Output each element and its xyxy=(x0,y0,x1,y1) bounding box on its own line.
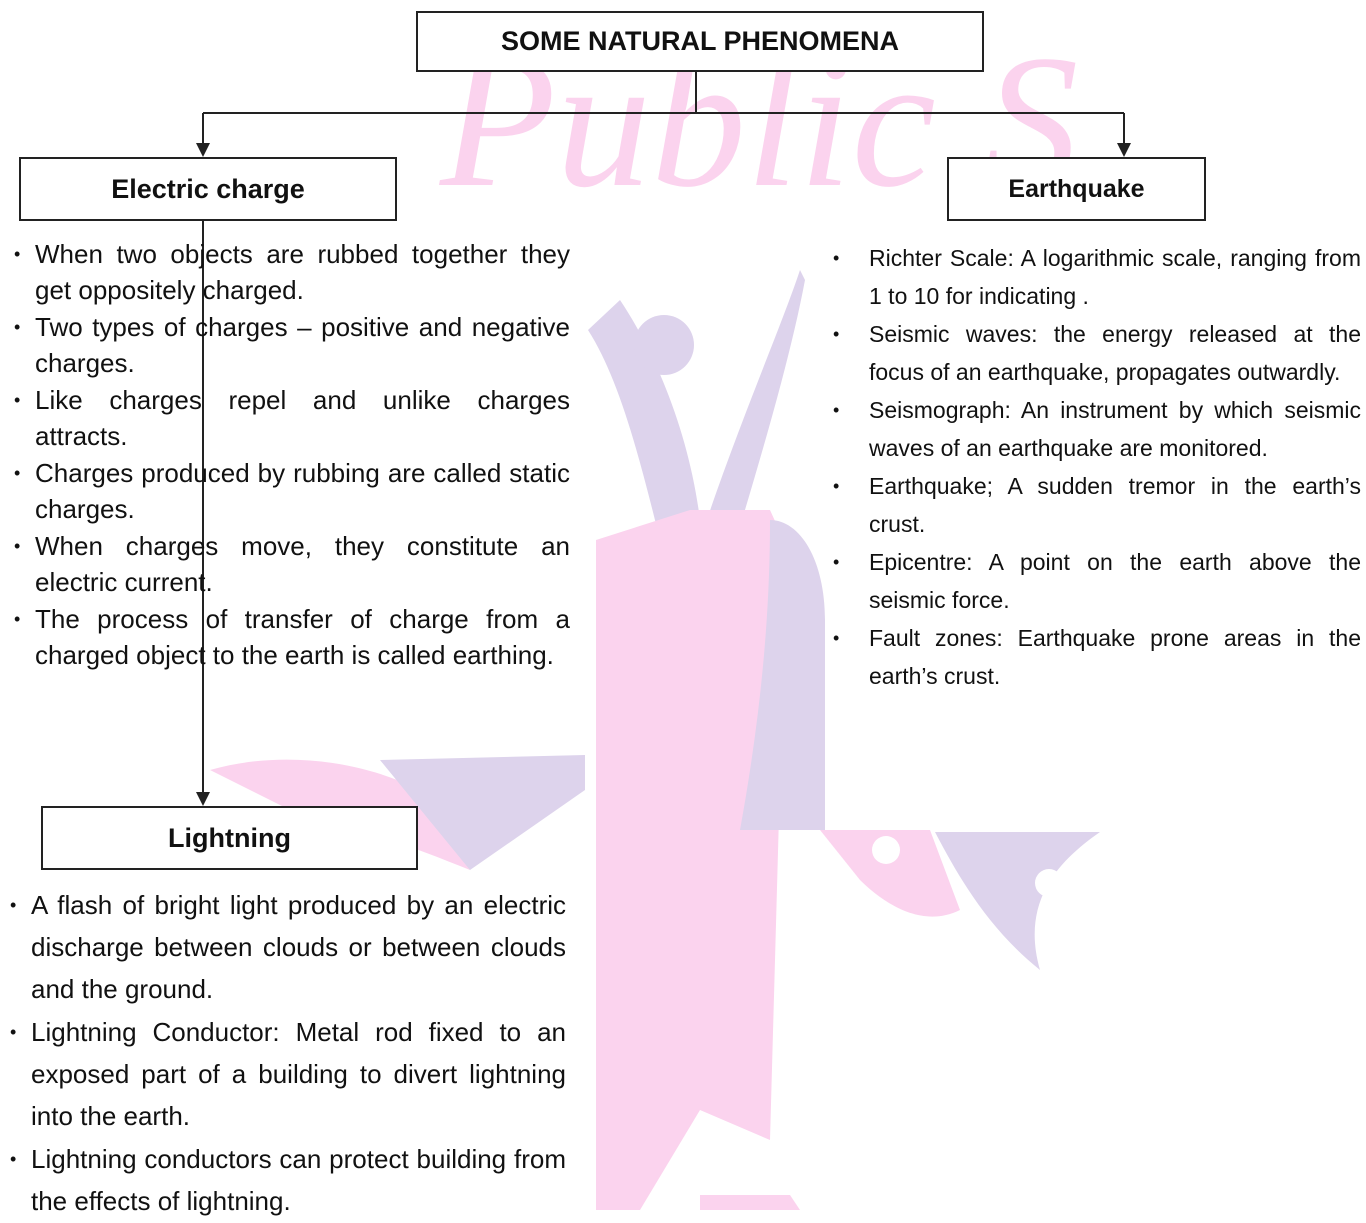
bullet-icon: • xyxy=(14,463,21,483)
electric-charge-point-1: When two objects are rubbed together the… xyxy=(35,239,570,305)
bullet-icon: • xyxy=(833,324,840,344)
earthquake-point-1: Richter Scale: A logarithmic scale, rang… xyxy=(869,245,1361,309)
watermark-circle-small xyxy=(872,836,900,864)
bullet-icon: • xyxy=(10,1149,17,1169)
title-box: SOME NATURAL PHENOMENA xyxy=(416,11,984,72)
watermark-figure-body xyxy=(596,510,820,1210)
bullet-icon: • xyxy=(14,609,21,629)
lightning-point-2: Lightning Conductor: Metal rod fixed to … xyxy=(31,1017,566,1131)
list-item: • When two objects are rubbed together th… xyxy=(14,236,570,308)
lightning-box: Lightning xyxy=(41,806,418,870)
lightning-label: Lightning xyxy=(168,822,291,853)
electric-charge-point-5: When charges move, they constitute an el… xyxy=(35,531,570,597)
lightning-list: • A flash of bright light produced by an … xyxy=(10,884,566,1223)
watermark-head-top xyxy=(634,315,694,375)
watermark-figure-shadow xyxy=(740,520,825,830)
bullet-icon: • xyxy=(10,895,17,915)
list-item: • When charges move, they constitute an e… xyxy=(14,528,570,600)
bullet-icon: • xyxy=(14,536,21,556)
list-item: • Charges produced by rubbing are called … xyxy=(14,455,570,527)
bullet-icon: • xyxy=(833,400,840,420)
earthquake-label: Earthquake xyxy=(1008,174,1145,203)
bullet-icon: • xyxy=(833,476,840,496)
list-item: • Like charges repel and unlike charges a… xyxy=(14,382,570,454)
list-item: • Two types of charges – positive and neg… xyxy=(14,309,570,381)
electric-charge-point-4: Charges produced by rubbing are called s… xyxy=(35,458,570,524)
watermark-figure-right-arm xyxy=(700,270,805,560)
electric-charge-point-6: The process of transfer of charge from a… xyxy=(35,604,570,670)
electric-charge-point-3: Like charges repel and unlike charges at… xyxy=(35,385,570,451)
page-title: SOME NATURAL PHENOMENA xyxy=(500,26,899,56)
lightning-point-3: Lightning conductors can protect buildin… xyxy=(31,1144,566,1216)
bullet-icon: • xyxy=(14,390,21,410)
earthquake-box: Earthquake xyxy=(947,157,1206,221)
earthquake-list: • Richter Scale: A logarithmic scale, ran… xyxy=(833,239,1361,695)
watermark-right-wing-shadow xyxy=(935,832,1100,970)
list-item: • The process of transfer of charge from … xyxy=(14,601,570,673)
electric-charge-box: Electric charge xyxy=(19,157,397,221)
earthquake-point-6: Fault zones: Earthquake prone areas in t… xyxy=(869,625,1361,689)
list-item: • Lightning conductors can protect buildi… xyxy=(10,1138,566,1222)
earthquake-point-3: Seismograph: An instrument by which seis… xyxy=(869,397,1361,461)
bullet-icon: • xyxy=(833,552,840,572)
bullet-icon: • xyxy=(833,628,840,648)
list-item: • Fault zones: Earthquake prone areas in … xyxy=(833,619,1361,695)
list-item: • Earthquake; A sudden tremor in the eart… xyxy=(833,467,1361,543)
list-item: • Lightning Conductor: Metal rod fixed to… xyxy=(10,1011,566,1137)
watermark-right-wing xyxy=(820,830,960,917)
list-item: • Epicentre: A point on the earth above t… xyxy=(833,543,1361,619)
electric-charge-list: • When two objects are rubbed together th… xyxy=(14,236,570,674)
bullet-icon: • xyxy=(14,244,21,264)
electric-charge-label: Electric charge xyxy=(111,173,305,204)
electric-charge-point-2: Two types of charges – positive and nega… xyxy=(35,312,570,378)
arrowhead-earthquake xyxy=(1117,143,1131,157)
list-item: • A flash of bright light produced by an … xyxy=(10,884,566,1010)
bullet-icon: • xyxy=(833,248,840,268)
lightning-point-1: A flash of bright light produced by an e… xyxy=(31,890,566,1004)
watermark-head-middle xyxy=(600,562,672,634)
earthquake-point-4: Earthquake; A sudden tremor in the earth… xyxy=(869,473,1361,537)
earthquake-point-2: Seismic waves: the energy released at th… xyxy=(869,321,1361,385)
bullet-icon: • xyxy=(10,1022,17,1042)
earthquake-point-5: Epicentre: A point on the earth above th… xyxy=(869,549,1361,613)
watermark-bottom-shape xyxy=(700,1195,800,1210)
list-item: • Seismic waves: the energy released at t… xyxy=(833,315,1361,391)
bullet-icon: • xyxy=(14,317,21,337)
arrowhead-electric-charge xyxy=(196,143,210,157)
arrowhead-lightning xyxy=(196,792,210,806)
list-item: • Seismograph: An instrument by which sei… xyxy=(833,391,1361,467)
list-item: • Richter Scale: A logarithmic scale, ran… xyxy=(833,239,1361,315)
watermark-circle-right xyxy=(1035,869,1063,897)
watermark-figure-left-arm xyxy=(588,300,700,540)
